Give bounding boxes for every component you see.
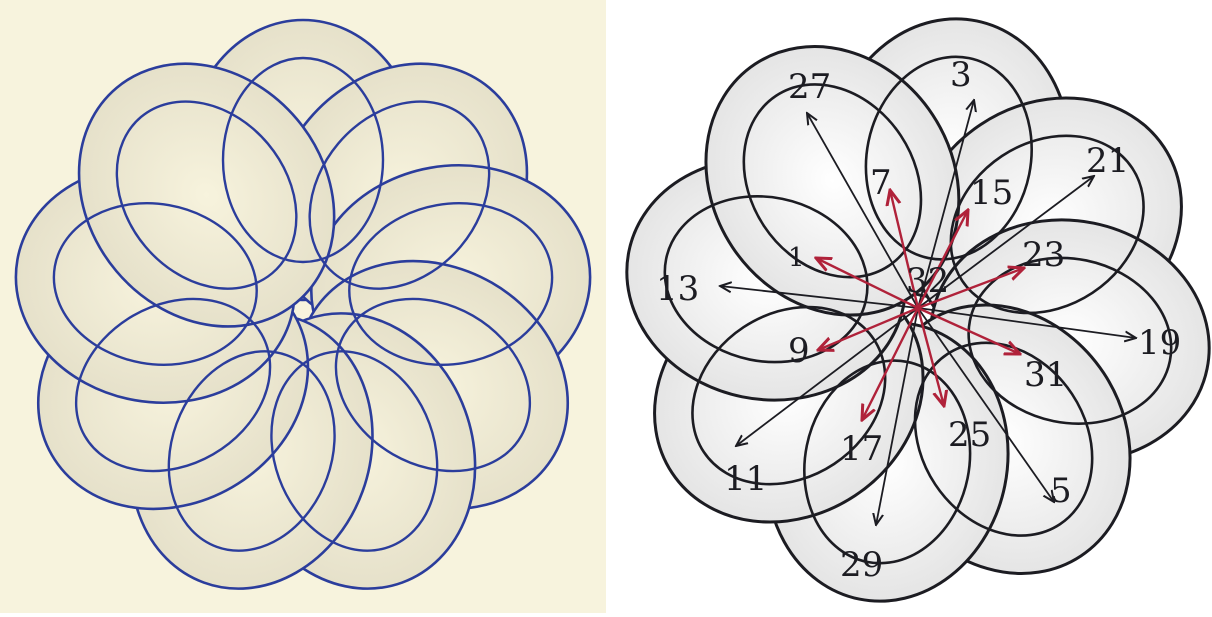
label-outer-5: 5 [1050, 471, 1072, 511]
label-inner-31: 31 [1024, 355, 1067, 395]
label-inner-15: 15 [970, 173, 1013, 213]
label-inner-1: 1 [788, 243, 805, 273]
label-outer-27: 27 [788, 67, 831, 107]
knot-construction: 32 27 3 21 13 19 11 29 5 7 15 1 23 9 31 … [612, 0, 1212, 613]
label-outer-19: 19 [1138, 323, 1181, 363]
label-outer-11: 11 [724, 459, 767, 499]
label-outer-3: 3 [950, 55, 972, 95]
label-outer-21: 21 [1086, 141, 1129, 181]
label-inner-17: 17 [840, 429, 883, 469]
label-inner-9: 9 [788, 331, 810, 371]
label-inner-7: 7 [870, 163, 892, 203]
label-center: 32 [906, 261, 949, 301]
knot-construction-panel: 32 27 3 21 13 19 11 29 5 7 15 1 23 9 31 … [612, 0, 1212, 613]
label-outer-29: 29 [840, 545, 883, 585]
knot-drawing-panel [0, 0, 606, 613]
label-outer-13: 13 [656, 269, 699, 309]
label-inner-23: 23 [1022, 235, 1065, 275]
knot-drawing [0, 0, 606, 613]
label-inner-25: 25 [948, 415, 991, 455]
